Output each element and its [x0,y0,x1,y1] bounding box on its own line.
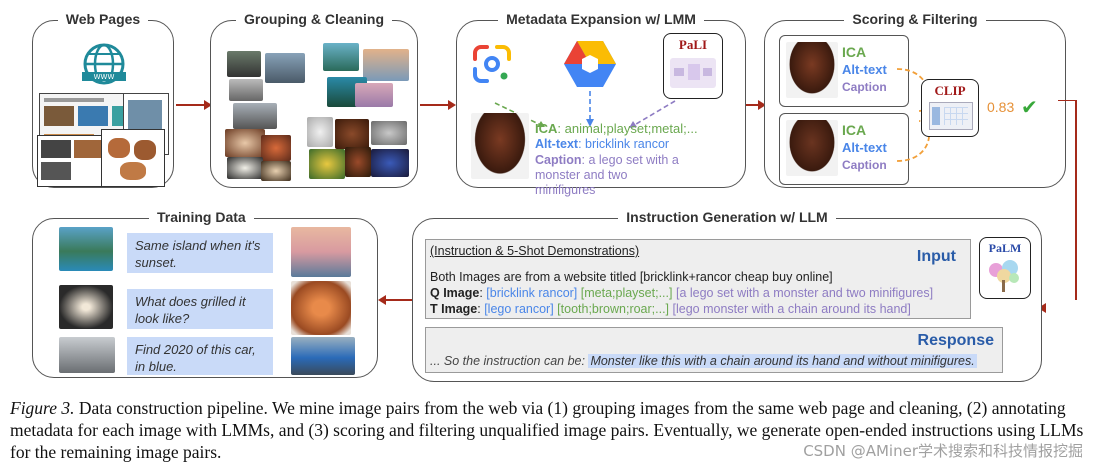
tree-icon [989,260,1019,292]
google-cloud-icon [564,41,616,87]
panel-training-data: Training Data Same island when it's suns… [32,209,378,378]
watermark: CSDN @AMiner学术搜索和科技情报挖掘 [803,442,1083,460]
response-label: Response [917,332,994,349]
lego-rancor-photo [786,120,838,176]
panel-title: Instruction Generation w/ LLM [618,209,836,225]
flow-arrow [420,100,456,110]
panel-scoring-filtering: Scoring & Filtering ICA Alt-text Caption… [764,11,1066,188]
grill-photo [59,285,113,329]
flow-arrow [176,100,212,110]
lego-photo [345,147,371,177]
metadata-ica: ICA: animal;playset;metal;... [535,121,698,136]
lego-rancor-photo [786,42,838,98]
webpage-thumbnail [37,135,113,187]
q-image-line: Q Image: [bricklink rancor] [meta;playse… [430,286,934,300]
t-image-line: T Image: [lego rancor] [tooth;brown;roar… [430,302,911,316]
lego-photo [371,121,407,145]
flow-arrow [1058,100,1077,300]
prompt-header: (Instruction & 5-Shot Demonstrations) [430,244,640,258]
lego-photo [309,149,345,179]
input-label: Input [916,248,956,265]
island-sunset-photo [291,227,351,277]
panel-title: Web Pages [57,11,149,27]
clip-model-card: CLIP [921,79,979,137]
check-icon: ✔ [1021,95,1038,119]
figure-caption: Figure 3. Data construction pipeline. We… [10,397,1090,463]
grilled-food-photo [291,281,351,335]
car-photo [265,53,305,83]
caption-label: Caption [842,158,887,172]
response-line: ... So the instruction can be: Monster l… [430,354,977,368]
panel-title: Grouping & Cleaning [236,11,392,27]
panel-title: Metadata Expansion w/ LMM [498,11,704,27]
prompt-line: Both Images are from a website titled [b… [430,270,833,284]
palm-label: PaLM [988,241,1022,255]
island-photo [59,227,113,271]
training-query: What does grilled it look like? [127,289,273,329]
ica-label: ICA [842,44,867,60]
clip-label: CLIP [934,83,966,98]
panel-grouping-cleaning: Grouping & Cleaning [210,11,418,188]
metadata-caption: Caption: a lego set with a monster and t… [535,153,679,197]
caption-text: Data construction pipeline. We mine imag… [10,398,1084,462]
globe-icon: WWW [82,43,126,85]
panel-title: Training Data [149,209,254,225]
input-box: (Instruction & 5-Shot Demonstrations) In… [425,239,971,319]
scored-entry: ICA Alt-text Caption [779,35,909,107]
scored-entry: ICA Alt-text Caption [779,113,909,185]
alt-text-label: Alt-text [842,62,887,77]
island-photo [355,83,393,107]
clip-score: 0.83 [987,99,1015,115]
response-box: Response ... So the instruction can be: … [425,327,1003,373]
car-photo [59,337,115,373]
lego-photo [307,117,333,147]
training-query: Same island when it's sunset. [127,233,273,273]
panel-instruction-generation: Instruction Generation w/ LLM (Instructi… [412,209,1042,382]
palm-model-card: PaLM [979,237,1031,299]
response-text: Monster like this with a chain around it… [588,354,977,368]
car-photo [229,79,263,101]
caption-label: Caption [842,80,887,94]
flow-arrow [746,100,766,110]
training-query: Find 2020 of this car, in blue. [127,337,273,375]
figure-number: Figure 3. [10,398,75,418]
food-photo [261,161,291,181]
google-lens-icon [473,45,511,83]
car-photo [227,51,261,77]
lego-rancor-photo [471,113,529,179]
svg-text:WWW: WWW [94,73,115,81]
lego-photo [371,149,409,177]
panel-metadata-expansion: Metadata Expansion w/ LMM PaLI ICA: anim… [456,11,746,197]
car-photo [233,103,277,129]
pali-label: PaLI [678,37,708,52]
ica-label: ICA [842,122,867,138]
alt-text-label: Alt-text [842,140,887,155]
flow-arrow [378,295,412,305]
lego-photo [335,119,369,149]
webpage-thumbnail [101,129,165,187]
food-photo [225,129,265,157]
flow-arrow-head [1038,303,1046,313]
metadata-alt-text: Alt-text: bricklink rancor [535,137,670,151]
island-photo [323,43,359,71]
panel-title: Scoring & Filtering [844,11,986,27]
panel-web-pages: Web Pages WWW [32,11,174,188]
food-photo [227,157,263,179]
island-photo [363,49,409,81]
blue-car-photo [291,337,355,375]
food-photo [261,135,291,161]
pali-model-card: PaLI [663,33,723,99]
